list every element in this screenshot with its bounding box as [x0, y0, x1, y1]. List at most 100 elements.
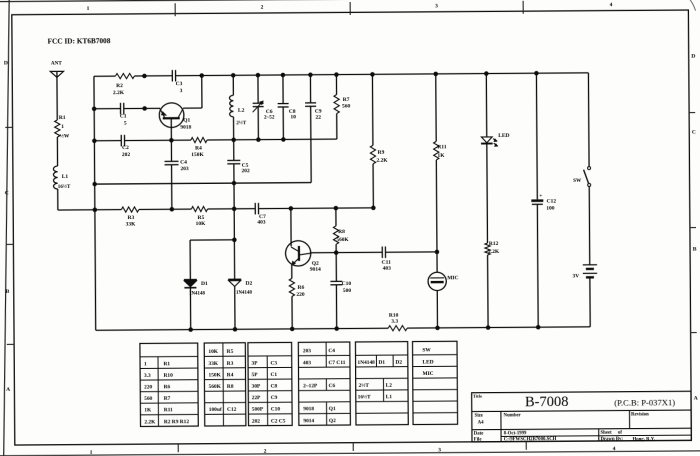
svg-text:2~52: 2~52 [264, 115, 275, 121]
svg-text:R7: R7 [164, 396, 171, 402]
svg-text:LED: LED [422, 359, 433, 365]
svg-text:C10: C10 [342, 281, 352, 287]
svg-text:FCC ID: KT6B7008: FCC ID: KT6B7008 [48, 36, 111, 45]
svg-text:MIC: MIC [447, 275, 458, 281]
svg-text:A: A [694, 396, 698, 402]
svg-text:C11: C11 [382, 260, 391, 266]
svg-text:L1: L1 [386, 394, 393, 400]
svg-text:1: 1 [90, 450, 93, 456]
svg-text:16½T: 16½T [358, 393, 371, 400]
svg-text:560K: 560K [209, 384, 222, 390]
svg-text:2: 2 [261, 5, 264, 11]
svg-text:C: C [5, 190, 9, 196]
svg-text:500: 500 [343, 288, 352, 294]
svg-text:B: B [6, 289, 10, 295]
svg-text:2.2K: 2.2K [376, 158, 388, 164]
svg-text:2.2K: 2.2K [113, 90, 125, 96]
svg-text:202: 202 [122, 152, 131, 158]
svg-text:3: 3 [438, 447, 441, 453]
svg-text:C:\9FWSCH2B7000.SCH: C:\9FWSCH2B7000.SCH [504, 437, 557, 442]
svg-text:560: 560 [144, 396, 152, 402]
svg-text:C8: C8 [289, 109, 296, 115]
svg-text:10: 10 [290, 114, 296, 120]
svg-text:D: D [691, 54, 695, 60]
svg-text:R1: R1 [163, 361, 170, 367]
svg-text:33K: 33K [208, 361, 218, 367]
svg-text:2½T: 2½T [359, 382, 370, 389]
svg-text:R3: R3 [128, 215, 135, 221]
svg-text:10K: 10K [208, 349, 218, 355]
svg-text:Revision: Revision [631, 412, 649, 417]
svg-text:Q1: Q1 [183, 117, 190, 123]
svg-text:203: 203 [303, 348, 311, 354]
svg-text:MIC: MIC [422, 371, 433, 377]
svg-text:Hong, R.Y.: Hong, R.Y. [632, 437, 655, 442]
svg-text:2: 2 [264, 448, 267, 454]
svg-text:+: + [539, 193, 542, 199]
svg-text:C8: C8 [271, 384, 278, 390]
svg-text:B: B [693, 247, 697, 253]
svg-text:R2 R9 R12: R2 R9 R12 [164, 419, 190, 425]
svg-text:9018: 9018 [303, 406, 314, 412]
svg-text:C7: C7 [259, 214, 266, 220]
svg-text:R10: R10 [164, 373, 174, 379]
svg-text:C10: C10 [271, 407, 281, 413]
svg-text:33K: 33K [126, 222, 137, 228]
svg-text:150K: 150K [209, 372, 222, 378]
svg-text:2.2K: 2.2K [144, 419, 156, 425]
svg-text:SW: SW [422, 348, 431, 354]
svg-text:D: D [4, 60, 8, 66]
svg-text:R6: R6 [298, 285, 305, 291]
svg-text:R5: R5 [198, 215, 205, 221]
svg-text:220: 220 [296, 292, 305, 298]
svg-text:L2: L2 [386, 383, 393, 389]
svg-text:16½T: 16½T [58, 183, 71, 190]
svg-text:202: 202 [241, 168, 250, 174]
svg-text:4: 4 [610, 2, 613, 8]
svg-text:3.3: 3.3 [391, 319, 398, 325]
svg-text:C4: C4 [328, 348, 335, 354]
svg-text:File: File [474, 438, 482, 443]
svg-text:L2: L2 [238, 108, 245, 114]
svg-text:D2: D2 [245, 280, 252, 286]
svg-text:Date: Date [474, 431, 484, 436]
svg-text:R2: R2 [116, 83, 123, 89]
svg-text:1K: 1K [437, 153, 445, 159]
svg-text:Title: Title [473, 394, 482, 399]
svg-text:9014: 9014 [303, 418, 314, 424]
svg-text:1K: 1K [144, 408, 152, 414]
svg-text:1: 1 [144, 361, 147, 367]
svg-text:2½T: 2½T [236, 119, 247, 126]
svg-text:560: 560 [342, 103, 351, 109]
svg-text:C12: C12 [227, 407, 237, 413]
svg-text:R8: R8 [338, 229, 345, 235]
svg-text:1: 1 [61, 124, 64, 130]
svg-text:ANT: ANT [51, 61, 63, 67]
svg-text:C: C [692, 130, 696, 136]
svg-text:3P: 3P [251, 360, 258, 366]
svg-text:of: of [618, 431, 622, 436]
svg-text:203: 203 [180, 166, 189, 172]
svg-text:(P.C.B: P-037X1): (P.C.B: P-037X1) [614, 397, 675, 407]
svg-text:2~12P: 2~12P [303, 383, 318, 389]
svg-text:500P: 500P [252, 407, 264, 413]
svg-text:C6: C6 [329, 383, 336, 389]
svg-text:10K: 10K [196, 221, 207, 227]
svg-text:R10: R10 [389, 313, 399, 319]
svg-text:5P: 5P [252, 372, 259, 378]
svg-text:R11: R11 [164, 407, 173, 413]
svg-text:A: A [6, 387, 10, 393]
svg-text:9014: 9014 [310, 267, 321, 273]
svg-text:4: 4 [613, 446, 616, 452]
svg-text:LED: LED [498, 133, 509, 139]
svg-text:R8: R8 [227, 384, 234, 390]
svg-text:Q1: Q1 [329, 406, 336, 412]
svg-text:Q2: Q2 [329, 418, 336, 424]
svg-text:2.2K: 2.2K [488, 249, 500, 255]
svg-text:D1: D1 [201, 281, 208, 287]
svg-text:R4: R4 [227, 372, 234, 378]
svg-text:C3: C3 [270, 360, 277, 366]
svg-text:C2 C5: C2 C5 [271, 418, 286, 424]
svg-text:C1: C1 [120, 114, 127, 120]
svg-text:L1: L1 [62, 174, 69, 180]
